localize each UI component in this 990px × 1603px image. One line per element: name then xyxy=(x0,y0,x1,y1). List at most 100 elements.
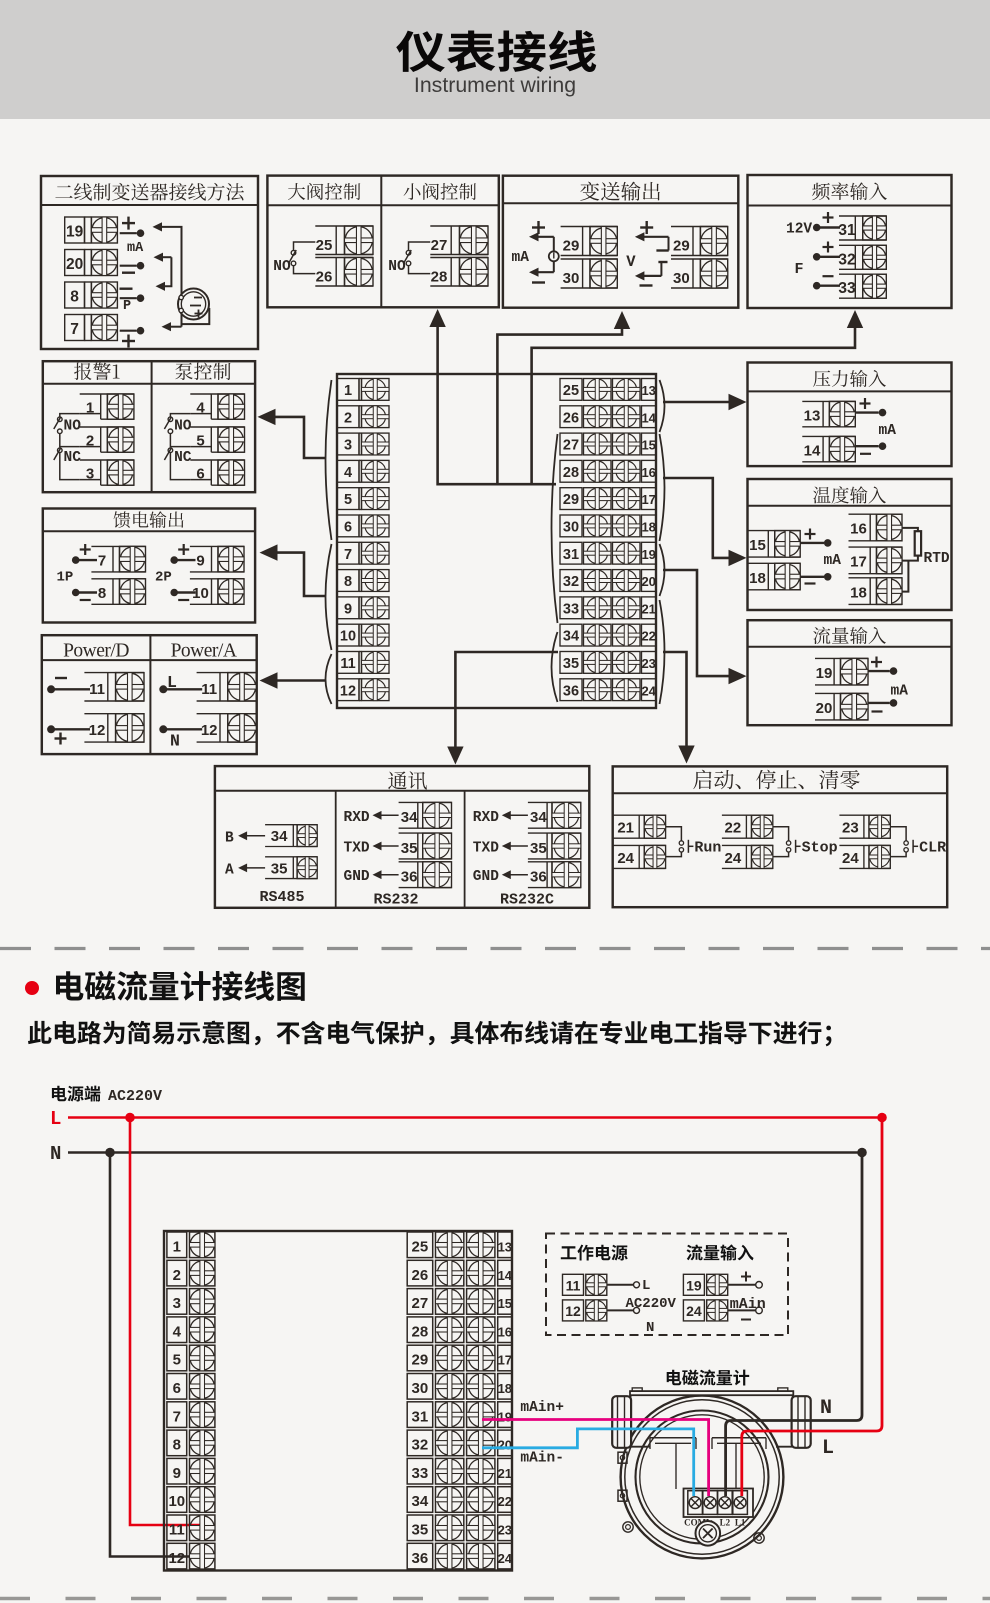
svg-text:9: 9 xyxy=(344,601,352,617)
svg-text:3: 3 xyxy=(86,466,94,483)
svg-text:P: P xyxy=(123,299,131,314)
svg-text:17: 17 xyxy=(850,554,867,571)
svg-text:4: 4 xyxy=(173,1323,182,1340)
svg-text:6: 6 xyxy=(344,520,352,536)
svg-text:mAin-: mAin- xyxy=(520,1451,564,1467)
svg-text:mAin: mAin xyxy=(730,1296,766,1313)
svg-text:1P: 1P xyxy=(57,570,74,586)
svg-text:16: 16 xyxy=(641,465,655,480)
svg-text:N: N xyxy=(646,1320,654,1336)
svg-text:10: 10 xyxy=(340,629,356,645)
svg-text:NO: NO xyxy=(64,419,82,435)
svg-text:25: 25 xyxy=(412,1239,429,1256)
svg-text:29: 29 xyxy=(563,238,580,255)
svg-text:RS485: RS485 xyxy=(259,889,304,906)
svg-text:29: 29 xyxy=(412,1352,429,1369)
svg-text:4: 4 xyxy=(196,400,205,417)
svg-text:RS232C: RS232C xyxy=(500,892,554,909)
svg-text:TXD: TXD xyxy=(344,841,370,857)
svg-text:16: 16 xyxy=(850,521,867,538)
svg-text:F: F xyxy=(795,261,804,278)
svg-text:22: 22 xyxy=(725,820,742,837)
svg-text:14: 14 xyxy=(498,1268,513,1283)
svg-text:AC220V: AC220V xyxy=(108,1088,162,1105)
svg-text:COM: COM xyxy=(684,1518,707,1528)
svg-text:11: 11 xyxy=(201,681,217,698)
svg-text:L: L xyxy=(167,673,177,692)
svg-text:36: 36 xyxy=(401,869,418,886)
svg-text:19: 19 xyxy=(498,1409,512,1424)
svg-text:19: 19 xyxy=(641,547,655,562)
svg-text:23: 23 xyxy=(498,1523,512,1538)
svg-text:14: 14 xyxy=(804,442,821,459)
svg-text:19: 19 xyxy=(66,224,84,241)
svg-text:30: 30 xyxy=(412,1380,429,1397)
svg-text:1: 1 xyxy=(173,1239,181,1256)
svg-text:NO: NO xyxy=(273,259,291,275)
svg-text:Stop: Stop xyxy=(802,840,838,857)
svg-text:mA: mA xyxy=(512,250,530,266)
svg-text:35: 35 xyxy=(271,860,288,877)
svg-text:L: L xyxy=(822,1437,834,1460)
svg-text:24: 24 xyxy=(617,850,634,867)
svg-text:1: 1 xyxy=(344,383,352,399)
svg-text:NO: NO xyxy=(174,419,192,435)
svg-text:36: 36 xyxy=(530,869,547,886)
svg-text:5: 5 xyxy=(173,1352,181,1369)
svg-text:17: 17 xyxy=(641,492,655,507)
svg-text:8: 8 xyxy=(98,585,106,602)
svg-text:7: 7 xyxy=(98,552,106,569)
svg-text:3: 3 xyxy=(344,438,352,454)
svg-text:Power/D: Power/D xyxy=(63,641,129,662)
svg-text:12V: 12V xyxy=(786,222,812,238)
svg-text:34: 34 xyxy=(530,809,547,826)
svg-text:2P: 2P xyxy=(155,570,172,586)
svg-text:26: 26 xyxy=(563,410,579,426)
svg-text:2: 2 xyxy=(344,410,352,426)
svg-text:24: 24 xyxy=(686,1303,702,1319)
svg-text:20: 20 xyxy=(816,700,833,717)
svg-text:12: 12 xyxy=(565,1303,581,1319)
svg-text:20: 20 xyxy=(498,1438,512,1453)
svg-text:Power/A: Power/A xyxy=(171,641,237,662)
svg-text:1: 1 xyxy=(86,400,94,417)
svg-text:mAin+: mAin+ xyxy=(520,1400,564,1416)
svg-text:GND: GND xyxy=(344,869,370,885)
svg-text:4: 4 xyxy=(344,465,352,481)
svg-text:7: 7 xyxy=(344,547,352,563)
svg-text:2: 2 xyxy=(86,433,94,450)
svg-text:13: 13 xyxy=(641,383,655,398)
svg-text:32: 32 xyxy=(412,1437,429,1454)
svg-text:13: 13 xyxy=(804,407,821,424)
svg-text:21: 21 xyxy=(498,1466,512,1481)
svg-text:32: 32 xyxy=(563,574,579,590)
svg-text:TXD: TXD xyxy=(473,841,499,857)
svg-text:10: 10 xyxy=(192,585,209,602)
svg-text:11: 11 xyxy=(89,681,105,698)
svg-text:19: 19 xyxy=(816,665,833,682)
svg-text:33: 33 xyxy=(412,1465,429,1482)
svg-text:mA: mA xyxy=(824,553,842,569)
svg-text:34: 34 xyxy=(563,629,579,645)
svg-text:6: 6 xyxy=(196,466,204,483)
svg-text:34: 34 xyxy=(271,828,288,845)
svg-text:31: 31 xyxy=(838,222,856,239)
svg-text:9: 9 xyxy=(196,552,204,569)
svg-text:RXD: RXD xyxy=(344,810,370,826)
svg-text:V: V xyxy=(626,253,636,271)
svg-text:mA: mA xyxy=(879,423,897,439)
svg-text:30: 30 xyxy=(563,520,579,536)
svg-text:8: 8 xyxy=(344,574,352,590)
svg-text:6: 6 xyxy=(173,1380,181,1397)
svg-text:20: 20 xyxy=(66,256,83,273)
svg-text:23: 23 xyxy=(842,820,859,837)
svg-text:16: 16 xyxy=(498,1324,512,1339)
svg-text:9: 9 xyxy=(173,1465,181,1482)
svg-text:17: 17 xyxy=(498,1353,512,1368)
svg-text:30: 30 xyxy=(673,270,690,287)
svg-text:13: 13 xyxy=(498,1240,512,1255)
svg-text:35: 35 xyxy=(412,1522,429,1539)
svg-text:RXD: RXD xyxy=(473,810,499,826)
svg-text:mA: mA xyxy=(127,241,144,256)
svg-text:27: 27 xyxy=(431,237,448,254)
